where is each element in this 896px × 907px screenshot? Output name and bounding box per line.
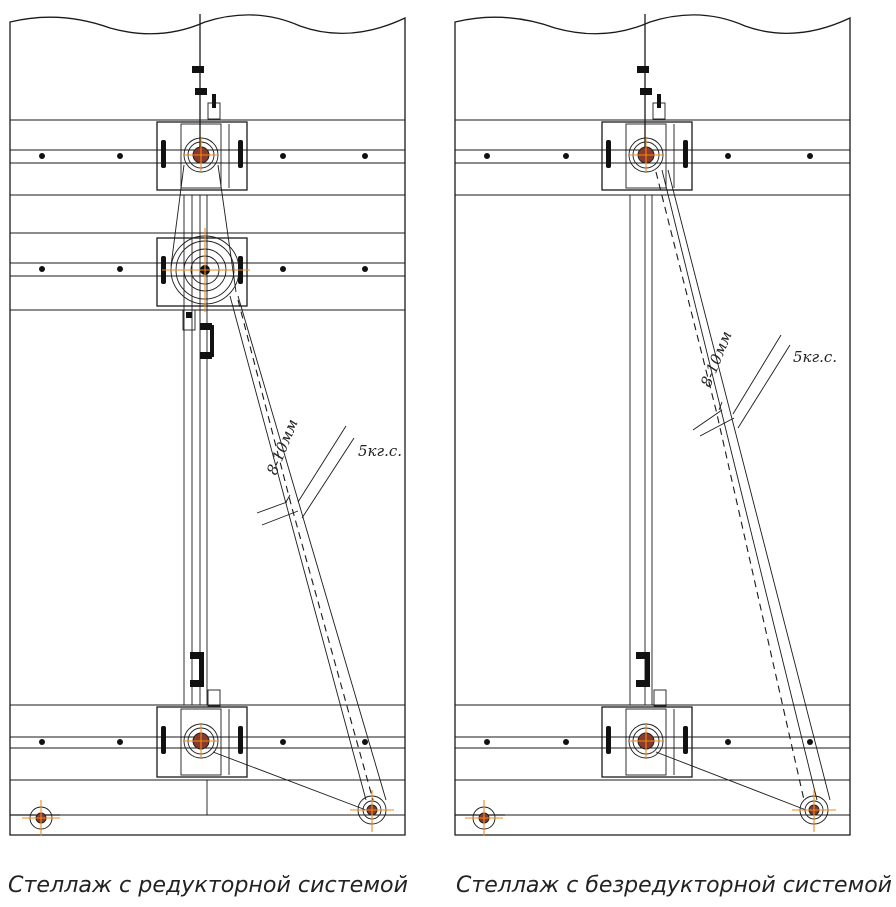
rack-left-drive-chain-slack	[237, 299, 374, 801]
rack-right-drive-chain-solid	[661, 169, 818, 801]
rack-left-caption: Стеллаж с редукторной системой	[8, 873, 408, 898]
rack-right-rivets	[484, 153, 813, 745]
rack-right-sprocket-block-top	[601, 121, 693, 191]
rack-right-drive-chain-outer	[667, 169, 831, 801]
rack-left-caster-left	[10, 800, 60, 836]
rack-right: 8-10мм 5кг.с.	[454, 14, 851, 836]
rack-right-handle-top	[637, 66, 666, 120]
rack-left-force-label: 5кг.с.	[358, 442, 402, 460]
rack-left-handle-mid	[182, 309, 214, 359]
rack-right-rails	[455, 119, 850, 816]
rack-right-caster-left	[455, 800, 505, 836]
rack-right-gap-dimension	[692, 401, 735, 437]
rack-left-gap-label: 8-10мм	[263, 416, 302, 477]
rack-right-shaft	[629, 14, 653, 705]
rack-left-drive-chain-solid	[229, 295, 367, 801]
rack-left-force-dimension	[297, 425, 355, 519]
rack-left-caster-right	[350, 790, 394, 832]
rack-left-bottom-chain	[212, 751, 367, 811]
rack-left: 8-10мм 5кг.с.	[9, 14, 406, 836]
rack-right-frame	[454, 14, 851, 836]
rack-left-frame	[9, 14, 406, 836]
rack-right-handle-bottom	[636, 652, 667, 707]
rack-right-bottom-chain	[655, 751, 807, 811]
rack-left-drive-chain-outer	[237, 295, 387, 801]
rack-left-sprocket-block-bottom	[156, 706, 248, 778]
rack-left-sprocket-block-top	[156, 121, 248, 191]
rack-right-drive-chain-slack	[655, 171, 805, 801]
rack-right-force-dimension	[732, 334, 791, 429]
rack-right-caster-right	[792, 790, 836, 832]
rack-left-reduction-gear	[156, 228, 250, 312]
rack-left-handle-bottom	[190, 652, 221, 707]
rack-left-gap-dimension	[256, 494, 299, 526]
rack-left-handle-top	[192, 66, 221, 120]
rack-right-caption: Стеллаж с безредукторной системой	[456, 873, 892, 898]
rack-left-shaft	[183, 14, 208, 815]
rack-right-force-label: 5кг.с.	[793, 348, 837, 366]
rack-left-rivets	[39, 153, 368, 745]
rack-right-sprocket-block-bottom	[601, 706, 693, 778]
rack-left-chain-upper-a	[170, 164, 185, 267]
rack-left-rails	[10, 119, 405, 816]
rack-left-chain-upper-b	[217, 164, 237, 293]
